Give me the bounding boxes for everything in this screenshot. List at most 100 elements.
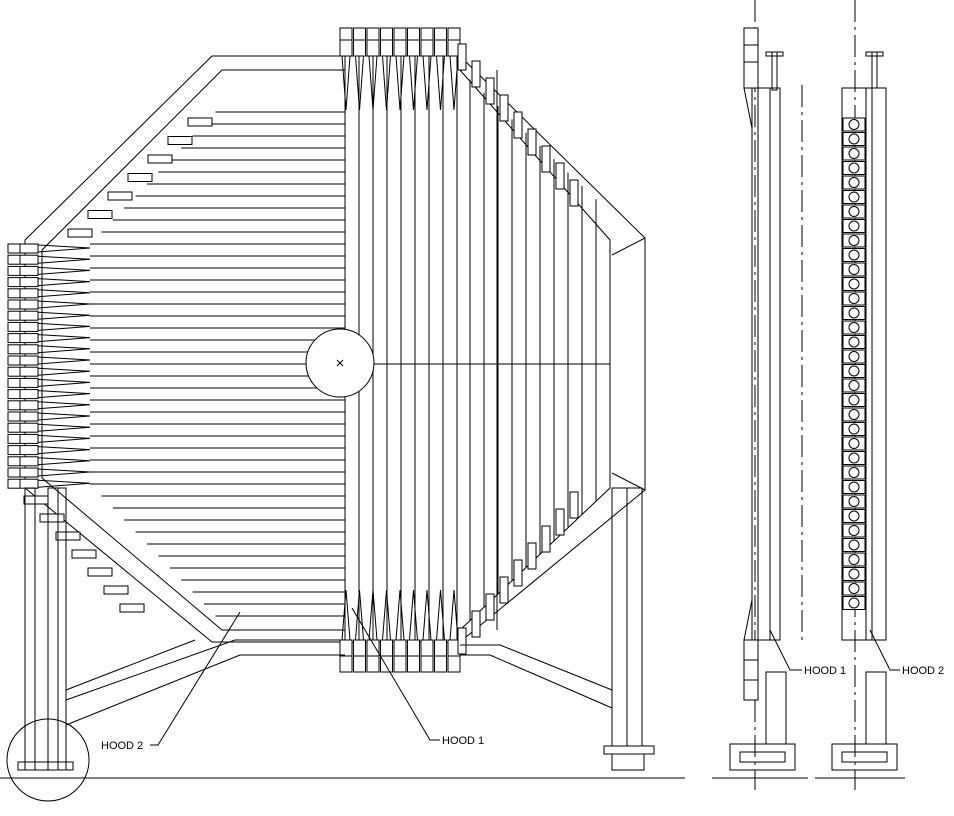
side2-header-cell <box>842 248 866 262</box>
side2-header-cell <box>842 349 866 364</box>
front-view: HOOD 2 HOOD 1 <box>0 27 685 802</box>
upper-right-header <box>555 162 565 190</box>
side2-header-cell <box>842 480 866 494</box>
left-leg-outer <box>24 487 36 771</box>
hood2-header-flange <box>7 456 39 467</box>
lower-left-header <box>87 567 113 577</box>
side2-header-port <box>848 525 860 536</box>
hood2-nozzle <box>37 322 91 331</box>
hood2-header-flange <box>7 243 39 254</box>
upper-left-header <box>187 117 213 127</box>
side2-vent-flange <box>865 51 884 57</box>
hood1-bottom-nozzle <box>422 589 432 641</box>
hood2-label: HOOD 2 <box>101 740 143 752</box>
side1-top-header <box>743 27 759 89</box>
hood1-bottom-headers <box>339 589 461 673</box>
upper-right-header <box>485 77 495 105</box>
side2-header-cell <box>842 204 866 219</box>
upper-left-header <box>107 191 133 201</box>
right-brace-upper <box>460 644 613 691</box>
side-view-hood2: HOOD 2 <box>815 0 944 790</box>
hood2-nozzle <box>37 378 91 387</box>
side2-header-port <box>848 322 860 333</box>
hood2-header-flange <box>7 400 39 411</box>
hood2-nozzle <box>37 434 91 443</box>
side1-base-inner <box>739 751 786 763</box>
side2-header-port <box>848 597 860 609</box>
hood2-header-flange <box>7 277 39 288</box>
side2-header-port <box>848 307 860 319</box>
hood1-corner-line <box>611 472 646 491</box>
side1-bottom-header <box>743 639 759 701</box>
side2-header-port <box>848 293 860 304</box>
hood2-nozzle <box>37 345 91 354</box>
side2-header-cell <box>842 509 866 523</box>
right-base-plate <box>603 745 655 755</box>
side2-header-port <box>848 119 860 130</box>
hood2-nozzle <box>37 468 91 477</box>
side2-header-port <box>848 278 860 290</box>
side2-header-cell <box>842 451 866 465</box>
hood1-top-nozzle <box>422 55 432 111</box>
lower-right-header <box>569 491 579 519</box>
side1-vent-flange <box>765 51 784 57</box>
hood1-tube-bank <box>344 56 597 642</box>
lower-left-header <box>119 603 145 613</box>
side2-header-port <box>848 235 860 246</box>
side2-header-port <box>848 264 860 275</box>
hood1-top-header-block <box>366 27 380 57</box>
hood1-top-header-block <box>447 27 461 57</box>
side2-header-port <box>848 148 860 159</box>
side2-header-port <box>848 481 860 493</box>
side2-header-port <box>848 539 860 551</box>
hood2-header-flange <box>7 288 39 299</box>
hood2-header-flange <box>7 445 39 456</box>
hood1-bottom-nozzle <box>382 589 391 641</box>
hood2-headers <box>7 243 91 489</box>
hood1-top-nozzle <box>355 55 364 111</box>
side2-header-cell <box>842 422 866 436</box>
side2-header-cell <box>842 132 866 146</box>
side2-header-cell <box>842 596 866 610</box>
side2-header-port <box>848 409 860 420</box>
upper-right-header <box>499 94 509 122</box>
lower-right-header <box>471 610 481 638</box>
side2-header-port <box>848 191 860 203</box>
side2-header-cell <box>842 436 866 451</box>
hood2-header-flange <box>7 310 39 321</box>
side2-vent-pipe <box>871 51 878 89</box>
hood1-corner-line <box>611 237 646 256</box>
hood2-nozzle <box>37 479 91 488</box>
hood2-header-flange <box>7 377 39 388</box>
side-hood1-label: HOOD 1 <box>804 665 846 677</box>
hood2-nozzle <box>37 244 91 253</box>
hood2-header-flange <box>7 478 39 489</box>
side2-header-port <box>848 467 860 478</box>
hood2-header-flange <box>7 411 39 422</box>
side1-taper <box>743 87 753 641</box>
hood1-top-nozzle <box>341 55 351 111</box>
hood1-top-header-block <box>353 27 366 57</box>
hood2-nozzle <box>37 457 91 466</box>
side2-header-port <box>848 133 860 145</box>
side2-header-cell <box>842 117 866 132</box>
hood2-nozzle <box>37 266 91 275</box>
left-brace-upper <box>65 639 345 701</box>
upper-right-header <box>471 60 481 88</box>
upper-right-header <box>513 111 523 139</box>
side2-header-cell <box>842 378 866 393</box>
side2-header-port <box>848 583 860 594</box>
side-hood2-label: HOOD 2 <box>902 665 944 677</box>
right-base-block <box>611 753 645 771</box>
hood2-nozzle <box>37 300 91 309</box>
hood2-nozzle <box>37 423 91 432</box>
side2-header-cell <box>842 364 866 378</box>
side2-header-cell <box>842 306 866 320</box>
side2-header-cell <box>842 523 866 538</box>
hood1-bottom-nozzle <box>368 589 378 641</box>
hood1-leader <box>351 607 440 741</box>
upper-right-header <box>541 145 551 173</box>
upper-left-header <box>127 173 153 182</box>
hood2-nozzle <box>37 255 91 264</box>
